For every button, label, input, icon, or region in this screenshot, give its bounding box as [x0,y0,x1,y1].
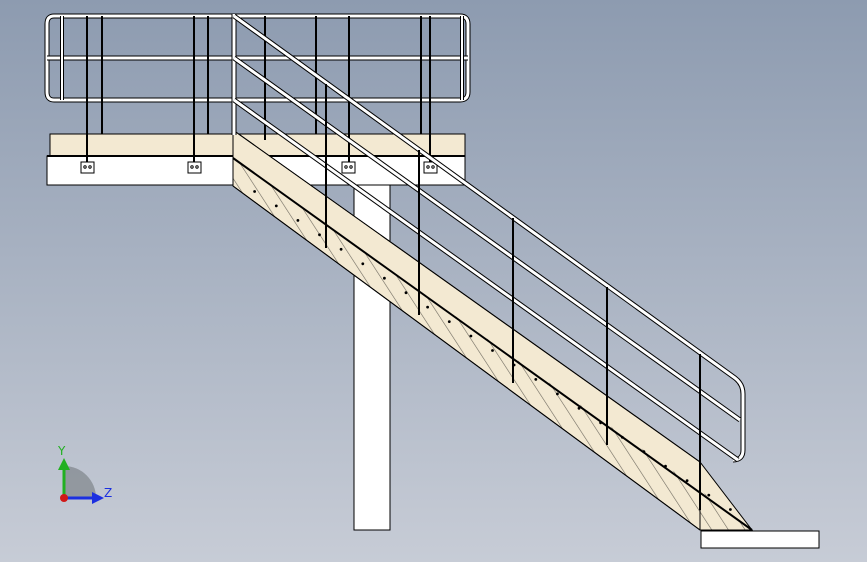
stringer-bolt [253,190,256,193]
triad-origin [60,494,68,502]
triad-quadrant [64,466,96,498]
stringer-bolt [642,450,646,454]
stringer-bolt [426,305,429,309]
stringer-bolt [469,334,473,338]
stringer-bolt [404,291,408,295]
stringer-bolt [599,421,602,425]
ground-plate [700,530,820,549]
coordinate-triad: Y Z [57,444,112,504]
stringer-bolt [620,435,624,439]
stringer-bolt [318,233,321,237]
stringer-bolt [274,204,278,208]
stringer-bolt [361,262,365,266]
stringer-bolt [707,493,711,497]
stringer-bolt [447,320,451,323]
stair-handrail [232,13,746,463]
landing-railing [44,13,471,135]
z-axis-label: Z [104,486,112,500]
y-axis-arrowhead [58,458,70,470]
y-axis-label: Y [57,444,66,458]
stringer-bolt [296,219,300,222]
post-base-plates [80,161,438,174]
stringer-bolt [339,247,343,251]
stringer-bolt [556,392,559,396]
stair-posts [325,84,701,510]
z-axis-arrowhead [92,492,104,504]
stringer-bolt [534,378,538,381]
stringer-bolt [577,406,581,410]
stringer-bolt [664,464,667,468]
stringer-bolt [491,349,494,352]
stringer-bolt [383,276,386,280]
stringer-bolt [729,508,732,511]
stringer-bolt [685,479,689,482]
